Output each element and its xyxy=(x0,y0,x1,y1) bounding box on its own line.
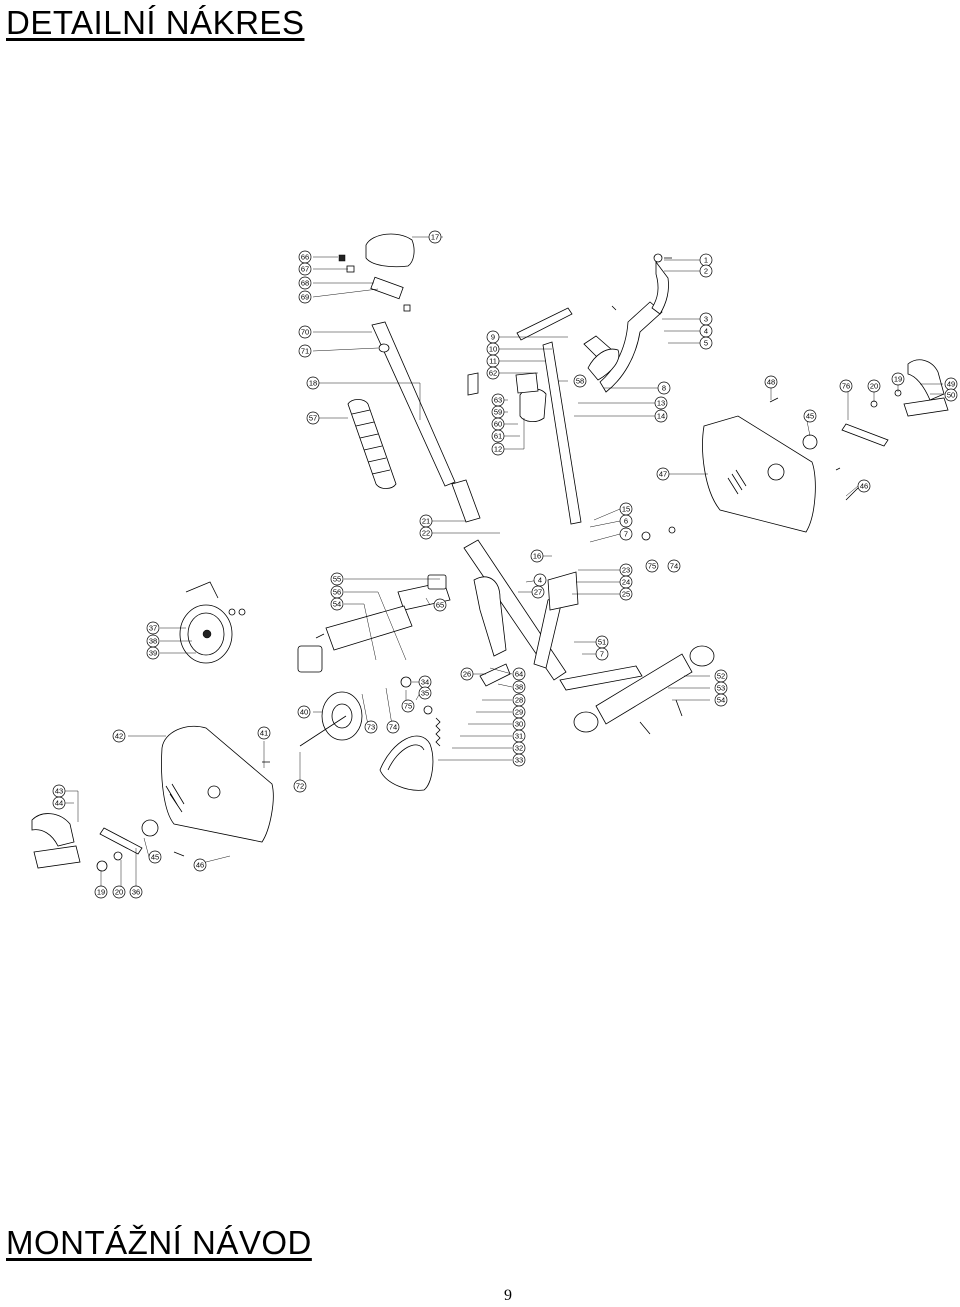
page-number: 9 xyxy=(504,1287,512,1304)
part-label-61: 61 xyxy=(494,432,502,441)
part-label-45: 45 xyxy=(806,412,814,421)
part-label-19: 19 xyxy=(894,375,902,384)
part-label-46: 46 xyxy=(860,482,868,491)
part-label-17: 17 xyxy=(431,233,439,242)
section-title: MONTÁŽNÍ NÁVOD xyxy=(6,1224,312,1261)
part-label-5: 5 xyxy=(704,339,708,348)
part-label-26: 26 xyxy=(463,670,471,679)
part-label-6: 6 xyxy=(624,517,628,526)
part-label-49: 49 xyxy=(947,380,955,389)
part-label-18: 18 xyxy=(309,379,317,388)
part-label-40: 40 xyxy=(300,708,308,717)
part-label-12: 12 xyxy=(494,445,502,454)
part-label-68: 68 xyxy=(301,279,309,288)
part-label-23: 23 xyxy=(622,566,630,575)
part-label-8: 8 xyxy=(662,384,666,393)
leader-lines xyxy=(61,236,943,890)
part-label-7: 7 xyxy=(624,530,628,539)
part-label-46b: 46 xyxy=(196,861,204,870)
part-label-47: 47 xyxy=(659,470,667,479)
part-label-2: 2 xyxy=(704,267,708,276)
part-label-20: 20 xyxy=(870,382,878,391)
part-label-16: 16 xyxy=(533,552,541,561)
part-label-70: 70 xyxy=(301,328,309,337)
part-label-51: 51 xyxy=(598,638,606,647)
part-label-32: 32 xyxy=(515,744,523,753)
part-label-14: 14 xyxy=(657,412,665,421)
part-labels: 1 2 3 4 5 6 7 8 9 10 11 12 13 14 15 16 1… xyxy=(52,230,958,899)
part-label-3: 3 xyxy=(704,315,708,324)
part-label-15: 15 xyxy=(622,505,630,514)
part-label-11: 11 xyxy=(489,357,497,366)
part-label-64: 64 xyxy=(515,670,523,679)
part-label-38: 38 xyxy=(515,683,523,692)
part-label-1: 1 xyxy=(704,256,708,265)
part-drawings xyxy=(31,233,949,872)
part-label-7b: 7 xyxy=(600,650,604,659)
part-label-71: 71 xyxy=(301,347,309,356)
part-label-19b: 19 xyxy=(97,888,105,897)
part-label-4b: 4 xyxy=(538,576,542,585)
part-label-59: 59 xyxy=(494,408,502,417)
part-label-10: 10 xyxy=(489,345,497,354)
part-label-53: 53 xyxy=(717,684,725,693)
part-label-65: 65 xyxy=(436,601,444,610)
part-label-58: 58 xyxy=(576,377,584,386)
part-label-41: 41 xyxy=(260,729,268,738)
part-label-29: 29 xyxy=(515,708,523,717)
part-label-36: 36 xyxy=(132,888,140,897)
part-label-24: 24 xyxy=(622,578,630,587)
part-label-74: 74 xyxy=(389,723,397,732)
part-label-43: 43 xyxy=(55,787,63,796)
part-label-48: 48 xyxy=(767,378,775,387)
exploded-parts-diagram: 1 2 3 4 5 6 7 8 9 10 11 12 13 14 15 16 1… xyxy=(31,230,958,899)
part-label-42: 42 xyxy=(115,732,123,741)
part-label-67: 67 xyxy=(301,265,309,274)
part-label-44: 44 xyxy=(55,799,63,808)
part-label-37: 37 xyxy=(149,624,157,633)
part-label-62: 62 xyxy=(489,369,497,378)
part-label-30: 30 xyxy=(515,720,523,729)
part-label-54: 54 xyxy=(717,696,725,705)
part-label-9: 9 xyxy=(491,333,495,342)
part-label-35: 35 xyxy=(421,689,429,698)
part-label-4: 4 xyxy=(704,327,708,336)
part-label-13: 13 xyxy=(657,399,665,408)
part-label-56: 56 xyxy=(333,588,341,597)
part-label-20b: 20 xyxy=(115,888,123,897)
part-label-57: 57 xyxy=(309,414,317,423)
part-label-31: 31 xyxy=(515,732,523,741)
part-label-22: 22 xyxy=(422,529,430,538)
part-label-55: 55 xyxy=(333,575,341,584)
part-label-38b: 38 xyxy=(149,637,157,646)
part-label-52: 52 xyxy=(717,672,725,681)
part-label-69: 69 xyxy=(301,293,309,302)
part-label-25: 25 xyxy=(622,590,630,599)
part-label-21: 21 xyxy=(422,517,430,526)
page-title: DETAILNÍ NÁKRES xyxy=(6,4,305,41)
part-label-73: 73 xyxy=(367,723,375,732)
part-label-60: 60 xyxy=(494,420,502,429)
part-label-76: 76 xyxy=(842,382,850,391)
part-label-63: 63 xyxy=(494,396,502,405)
part-label-54b: 54 xyxy=(333,600,341,609)
part-label-39: 39 xyxy=(149,649,157,658)
part-label-28: 28 xyxy=(515,696,523,705)
part-label-27: 27 xyxy=(534,588,542,597)
part-label-75b: 75 xyxy=(648,562,656,571)
part-label-72: 72 xyxy=(296,782,304,791)
part-label-50: 50 xyxy=(947,391,955,400)
part-label-45b: 45 xyxy=(151,853,159,862)
part-label-74b: 74 xyxy=(670,562,678,571)
part-label-75: 75 xyxy=(404,702,412,711)
part-label-34: 34 xyxy=(421,678,429,687)
part-label-66: 66 xyxy=(301,253,309,262)
part-label-33: 33 xyxy=(515,756,523,765)
